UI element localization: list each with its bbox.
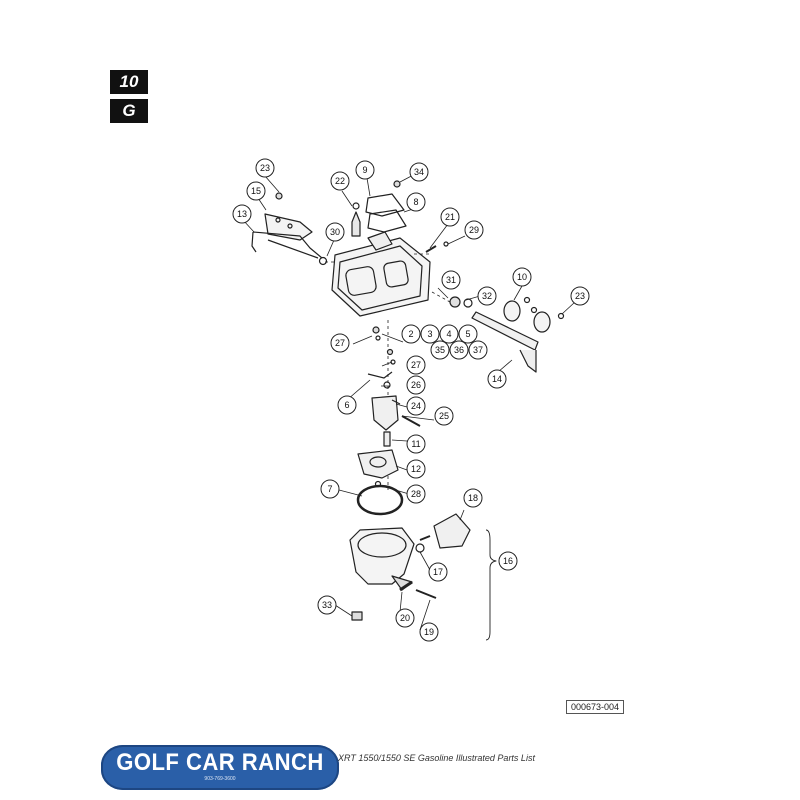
callout-2: 2 [401,324,421,344]
callout-16: 16 [498,551,518,571]
callout-29: 29 [464,220,484,240]
svg-text:28: 28 [411,489,421,499]
part-solenoid-18 [433,513,471,549]
svg-text:19: 19 [424,627,434,637]
callout-3: 3 [420,324,440,344]
svg-text:3: 3 [427,329,432,339]
svg-text:31: 31 [446,275,456,285]
svg-text:6: 6 [344,400,349,410]
callout-6: 6 [337,395,357,415]
svg-text:37: 37 [473,345,483,355]
section-number-tab: 10 [110,70,148,94]
callout-23-top: 23 [255,158,275,178]
callout-9: 9 [355,160,375,180]
diagram-parts [242,171,576,641]
callout-28: 28 [406,484,426,504]
svg-text:27: 27 [335,338,345,348]
part-float-arm-6 [367,371,393,379]
callout-27-left: 27 [330,333,350,353]
callout-37: 37 [468,340,488,360]
part-gasket-9 [365,193,405,217]
golf-car-ranch-logo: GOLF CAR RANCH 903-769-3600 [101,745,339,790]
callout-5: 5 [458,324,478,344]
svg-text:27: 27 [411,360,421,370]
callout-17: 17 [428,562,448,582]
callout-36: 36 [449,340,469,360]
svg-text:36: 36 [454,345,464,355]
subsection-letter-tab: G [110,99,148,123]
callout-30: 30 [325,222,345,242]
svg-text:11: 11 [411,439,420,449]
callout-35: 35 [430,340,450,360]
callout-21: 21 [440,207,460,227]
svg-text:32: 32 [482,291,492,301]
footer-manual-title: XRT 1550/1550 SE Gasoline Illustrated Pa… [338,753,535,763]
svg-text:13: 13 [237,209,247,219]
callout-18: 18 [463,488,483,508]
svg-text:33: 33 [322,600,332,610]
callout-12: 12 [406,459,426,479]
svg-text:22: 22 [335,176,345,186]
part-float-valve-24 [371,395,399,431]
logo-name: GOLF CAR RANCH [116,749,324,776]
callout-32: 32 [477,286,497,306]
callout-7: 7 [320,479,340,499]
svg-text:16: 16 [503,556,513,566]
svg-text:10: 10 [517,272,527,282]
callout-11: 11 [406,434,426,454]
callout-27-right: 27 [406,355,426,375]
part-plate-10 [503,300,521,322]
svg-text:23: 23 [575,291,585,301]
svg-text:15: 15 [251,186,261,196]
svg-text:20: 20 [400,613,410,623]
svg-text:14: 14 [492,374,502,384]
callout-15: 15 [246,181,266,201]
svg-text:23: 23 [260,163,270,173]
figure-reference-number: 000673-004 [566,700,624,714]
svg-text:18: 18 [468,493,478,503]
callout-bubbles: 23 15 13 22 9 34 8 21 29 30 31 32 10 23 … [232,158,590,642]
part-float-bowl [349,527,415,585]
callout-13: 13 [232,204,252,224]
callout-19: 19 [419,622,439,642]
callout-23-right: 23 [570,286,590,306]
svg-text:9: 9 [362,165,367,175]
callout-31: 31 [441,270,461,290]
logo-phone: 903-769-3600 [204,776,236,782]
svg-text:26: 26 [411,380,421,390]
svg-text:34: 34 [414,167,424,177]
callout-22: 22 [330,171,350,191]
callout-4: 4 [439,324,459,344]
callout-33: 33 [317,595,337,615]
svg-text:5: 5 [465,329,470,339]
part-carburetor-body [331,237,431,317]
callout-34: 34 [409,162,429,182]
callout-26: 26 [406,375,426,395]
svg-text:12: 12 [411,464,421,474]
svg-text:30: 30 [330,227,340,237]
svg-text:7: 7 [327,484,332,494]
part-float-12 [357,449,399,479]
svg-text:2: 2 [408,329,413,339]
callout-20: 20 [395,608,415,628]
svg-text:21: 21 [445,212,455,222]
callout-24: 24 [406,396,426,416]
part-throttle-lever [251,231,323,259]
svg-text:25: 25 [439,411,449,421]
svg-text:24: 24 [411,401,421,411]
svg-text:35: 35 [435,345,445,355]
svg-text:8: 8 [413,197,418,207]
svg-text:4: 4 [446,329,451,339]
callout-14: 14 [487,369,507,389]
callout-25: 25 [434,406,454,426]
svg-text:29: 29 [469,225,479,235]
callout-10: 10 [512,267,532,287]
svg-text:17: 17 [433,567,443,577]
part-throttle-shaft [471,311,539,351]
callout-8: 8 [406,192,426,212]
part-gasket-8 [367,209,407,233]
